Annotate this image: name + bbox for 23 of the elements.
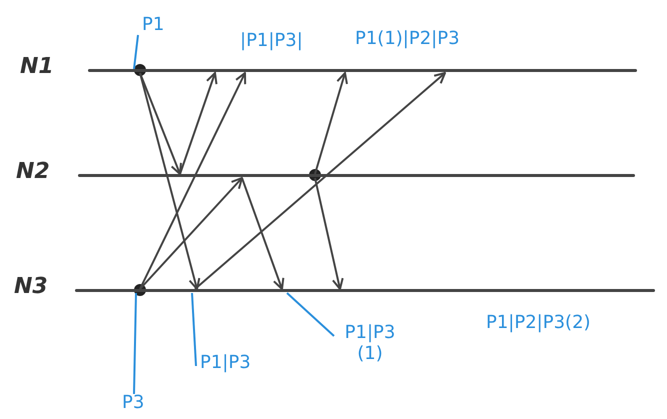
state-label: P1|P3 xyxy=(200,352,251,373)
message-arrow xyxy=(139,72,182,175)
state-label: P3 xyxy=(122,392,144,413)
state-label: |P1|P3| xyxy=(240,30,303,51)
process-label: N2 xyxy=(16,159,50,184)
message-arrow xyxy=(241,178,284,290)
message-arrow xyxy=(139,72,246,290)
leader-line xyxy=(133,292,137,394)
message-arrow xyxy=(314,72,348,174)
message-arrow xyxy=(179,72,218,174)
state-label: P1(1)|P2|P3 xyxy=(355,28,460,49)
state-label: P1|P2|P3(2) xyxy=(486,312,591,333)
message-arrow xyxy=(314,178,344,290)
leader-line xyxy=(286,292,335,337)
message-arrow xyxy=(139,72,200,290)
leader-line xyxy=(133,34,139,70)
process-label: N3 xyxy=(14,274,48,299)
leader-line xyxy=(191,292,197,366)
message-arrow xyxy=(139,177,243,290)
state-label: P1 xyxy=(142,14,164,35)
state-label: P1|P3 (1) xyxy=(338,322,402,364)
process-label: N1 xyxy=(20,54,54,79)
message-arrow xyxy=(194,72,446,290)
